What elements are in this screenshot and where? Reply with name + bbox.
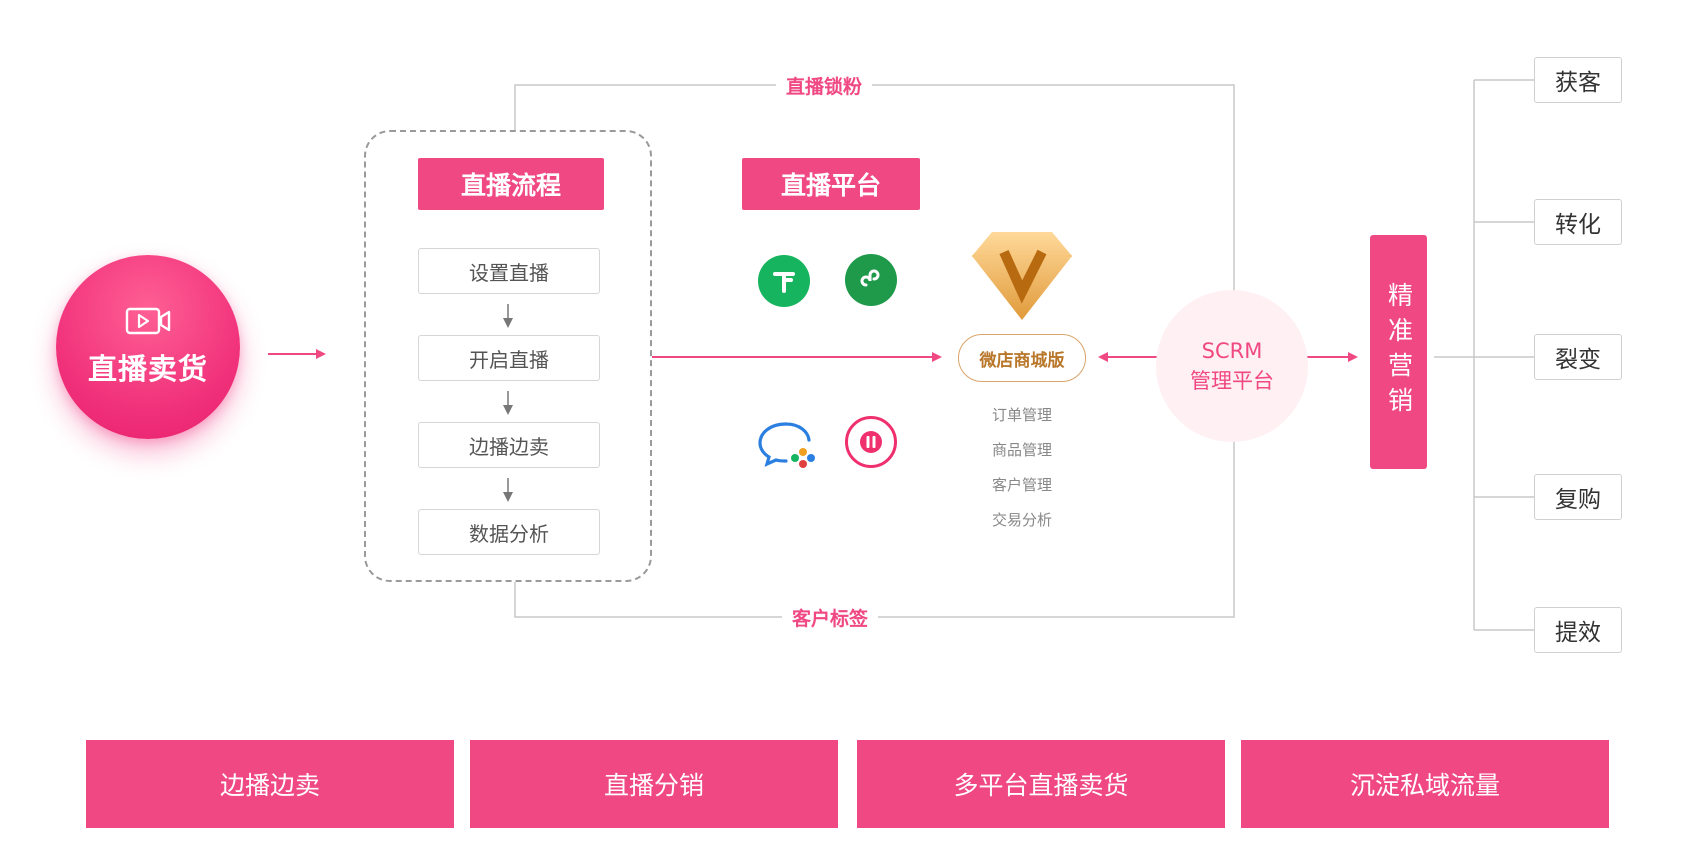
outcome-box: 复购 xyxy=(1534,474,1622,520)
flow-label-bottom: 客户标签 xyxy=(782,604,879,631)
scrm-label-line2: 管理平台 xyxy=(1190,369,1274,393)
scrm-label-line1: SCRM xyxy=(1201,339,1263,363)
main-title: 直播卖货 xyxy=(87,352,208,386)
flow-label-top: 直播锁粉 xyxy=(776,72,873,99)
outcome-box: 获客 xyxy=(1534,57,1622,103)
douyin-icon xyxy=(758,255,810,307)
shop-feature: 交易分析 xyxy=(991,511,1052,529)
process-step: 边播边卖 xyxy=(418,422,600,468)
main-circle: 直播卖货 xyxy=(56,255,240,439)
marketing-label: 精准营销 xyxy=(1384,282,1414,422)
outcome-box: 提效 xyxy=(1534,607,1622,653)
process-step: 设置直播 xyxy=(418,248,600,294)
shop-feature: 客户管理 xyxy=(991,476,1052,494)
process-step: 开启直播 xyxy=(418,335,600,381)
marketing-bar: 精准营销 xyxy=(1370,235,1427,469)
mini-program-icon xyxy=(845,254,897,306)
process-title: 直播流程 xyxy=(418,158,604,210)
bottom-bar: 直播分销 xyxy=(470,740,838,828)
video-play-icon xyxy=(125,306,171,340)
outcome-box: 转化 xyxy=(1534,199,1622,245)
bottom-bar: 边播边卖 xyxy=(86,740,454,828)
bottom-bar: 多平台直播卖货 xyxy=(857,740,1225,828)
platform-title: 直播平台 xyxy=(742,158,920,210)
process-step: 数据分析 xyxy=(418,509,600,555)
shop-feature: 订单管理 xyxy=(991,406,1052,424)
record-icon xyxy=(845,416,897,468)
v-diamond-icon xyxy=(970,230,1074,322)
chat-icon xyxy=(756,418,818,470)
bottom-bar: 沉淀私域流量 xyxy=(1241,740,1609,828)
outcome-box: 裂变 xyxy=(1534,334,1622,380)
shop-pill: 微店商城版 xyxy=(958,334,1086,382)
shop-feature: 商品管理 xyxy=(991,441,1052,459)
process-box xyxy=(364,130,652,582)
scrm-circle: SCRM 管理平台 xyxy=(1156,290,1308,442)
